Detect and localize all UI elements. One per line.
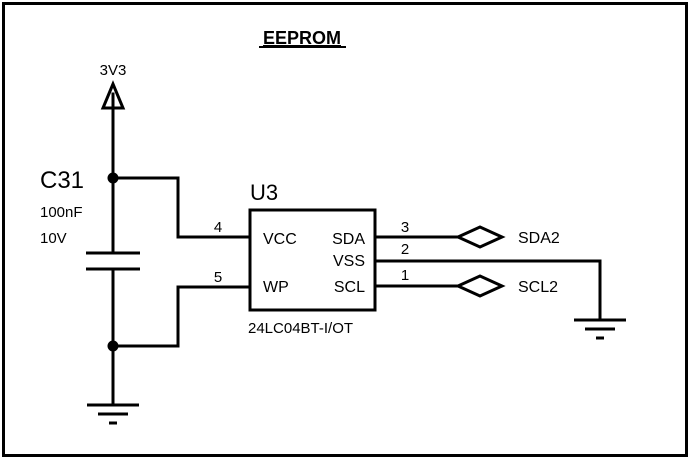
net-label-scl2: SCL2 xyxy=(518,279,558,296)
wire-vcc-net[interactable] xyxy=(111,176,252,239)
cap-value: 100nF xyxy=(40,204,83,221)
pin-name-vcc: VCC xyxy=(263,231,297,248)
cap-designator: C31 xyxy=(40,167,84,194)
port-scl2[interactable]: SCL2 xyxy=(454,274,558,298)
ground-symbol-left[interactable] xyxy=(87,403,139,425)
port-sda2[interactable]: SDA2 xyxy=(454,225,560,249)
wire-vss-net[interactable] xyxy=(373,259,602,320)
pin-name-scl: SCL xyxy=(334,279,365,296)
pin-name-wp: WP xyxy=(263,279,289,296)
wire-wp-net[interactable] xyxy=(111,285,252,348)
pin-name-vss: VSS xyxy=(333,253,365,270)
pin-number-4: 4 xyxy=(214,219,222,236)
pin-number-2: 2 xyxy=(401,241,409,258)
ic-u3[interactable]: U3 24LC04BT-I/OT VCC WP SDA VSS SCL 4 5 … xyxy=(214,180,409,337)
net-label-sda2: SDA2 xyxy=(518,230,560,247)
ic-part-number: 24LC04BT-I/OT xyxy=(248,320,353,337)
pin-number-1: 1 xyxy=(401,267,409,284)
cap-voltage: 10V xyxy=(40,230,67,247)
schematic-title: EEPROM xyxy=(263,28,341,48)
ground-symbol-right[interactable] xyxy=(574,318,626,340)
pin-number-5: 5 xyxy=(214,269,222,286)
power-net-label: 3V3 xyxy=(100,62,127,79)
pin-name-sda: SDA xyxy=(332,231,365,248)
pin-number-3: 3 xyxy=(401,219,409,236)
ic-designator: U3 xyxy=(250,180,278,205)
power-symbol-3v3[interactable]: 3V3 xyxy=(100,62,127,112)
bidirectional-port-icon xyxy=(454,274,506,298)
capacitor-c31[interactable]: C31 100nF 10V xyxy=(40,167,140,271)
bidirectional-port-icon xyxy=(454,225,506,249)
